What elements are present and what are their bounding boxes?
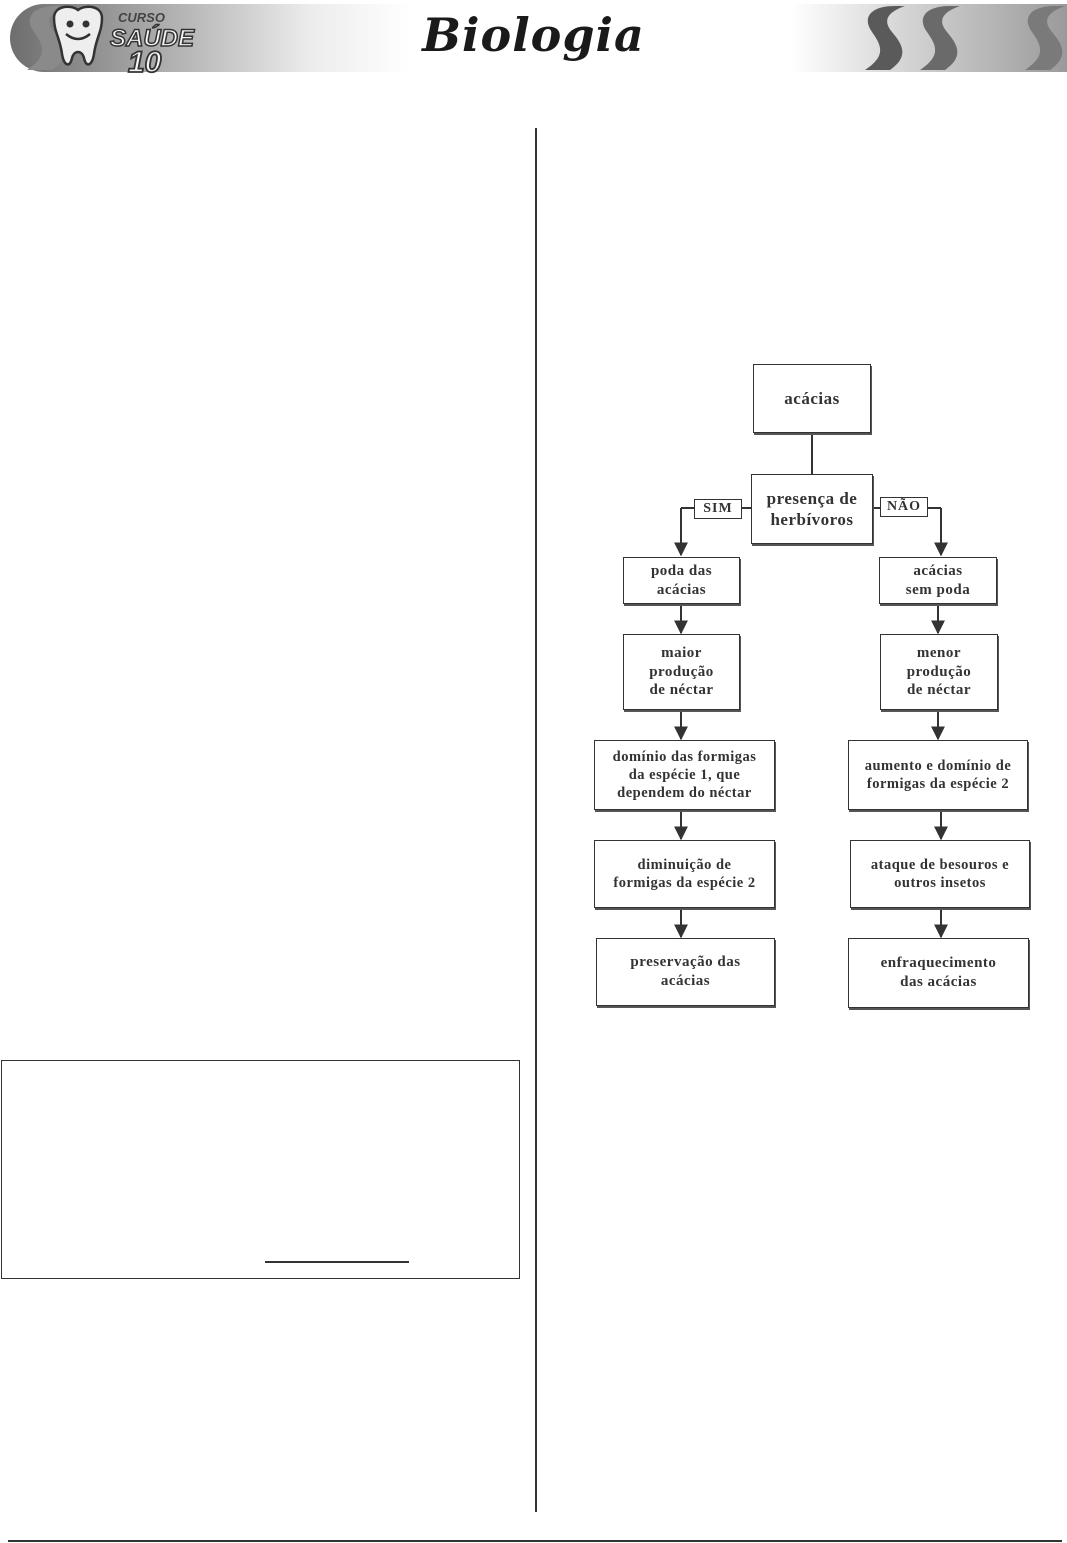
note-box <box>1 1060 520 1279</box>
footer-rule <box>8 1540 1062 1542</box>
s-ornament-icon <box>865 6 905 70</box>
column-divider <box>535 128 537 1512</box>
node-dominio-formigas-especie-1: domínio das formigas da espécie 1, que d… <box>594 740 775 810</box>
node-ataque-besouros-insetos: ataque de besouros e outros insetos <box>850 840 1030 908</box>
node-presenca-herbivoros: presença de herbívoros <box>751 474 873 544</box>
course-logo: CURSO SAÚDE 10 <box>52 5 196 74</box>
node-poda-acacias: poda das acácias <box>623 557 740 604</box>
node-diminuicao-formigas-especie-2: diminuição de formigas da espécie 2 <box>594 840 775 908</box>
s-ornament-icon <box>1025 6 1065 70</box>
page-title: Biologia <box>422 8 645 62</box>
label-sim: SIM <box>694 499 742 519</box>
label-nao: NÃO <box>880 497 928 517</box>
svg-text:10: 10 <box>128 46 162 74</box>
s-ornament-icon <box>27 6 67 70</box>
node-enfraquecimento-acacias: enfraquecimento das acácias <box>848 938 1029 1008</box>
node-acacias: acácias <box>753 364 871 433</box>
svg-text:SAÚDE: SAÚDE <box>110 24 195 52</box>
node-menor-producao-nectar: menor produção de néctar <box>880 634 998 710</box>
node-preservacao-acacias: preservação das acácias <box>596 938 775 1006</box>
s-ornament-icon <box>920 6 960 70</box>
node-aumento-dominio-formigas-especie-2: aumento e domínio de formigas da espécie… <box>848 740 1028 810</box>
node-maior-producao-nectar: maior produção de néctar <box>623 634 740 710</box>
note-underline <box>265 1261 409 1263</box>
node-acacias-sem-poda: acácias sem poda <box>879 557 997 604</box>
svg-text:CURSO: CURSO <box>118 10 165 25</box>
page-header: CURSO SAÚDE 10 Biologia <box>0 0 1067 80</box>
